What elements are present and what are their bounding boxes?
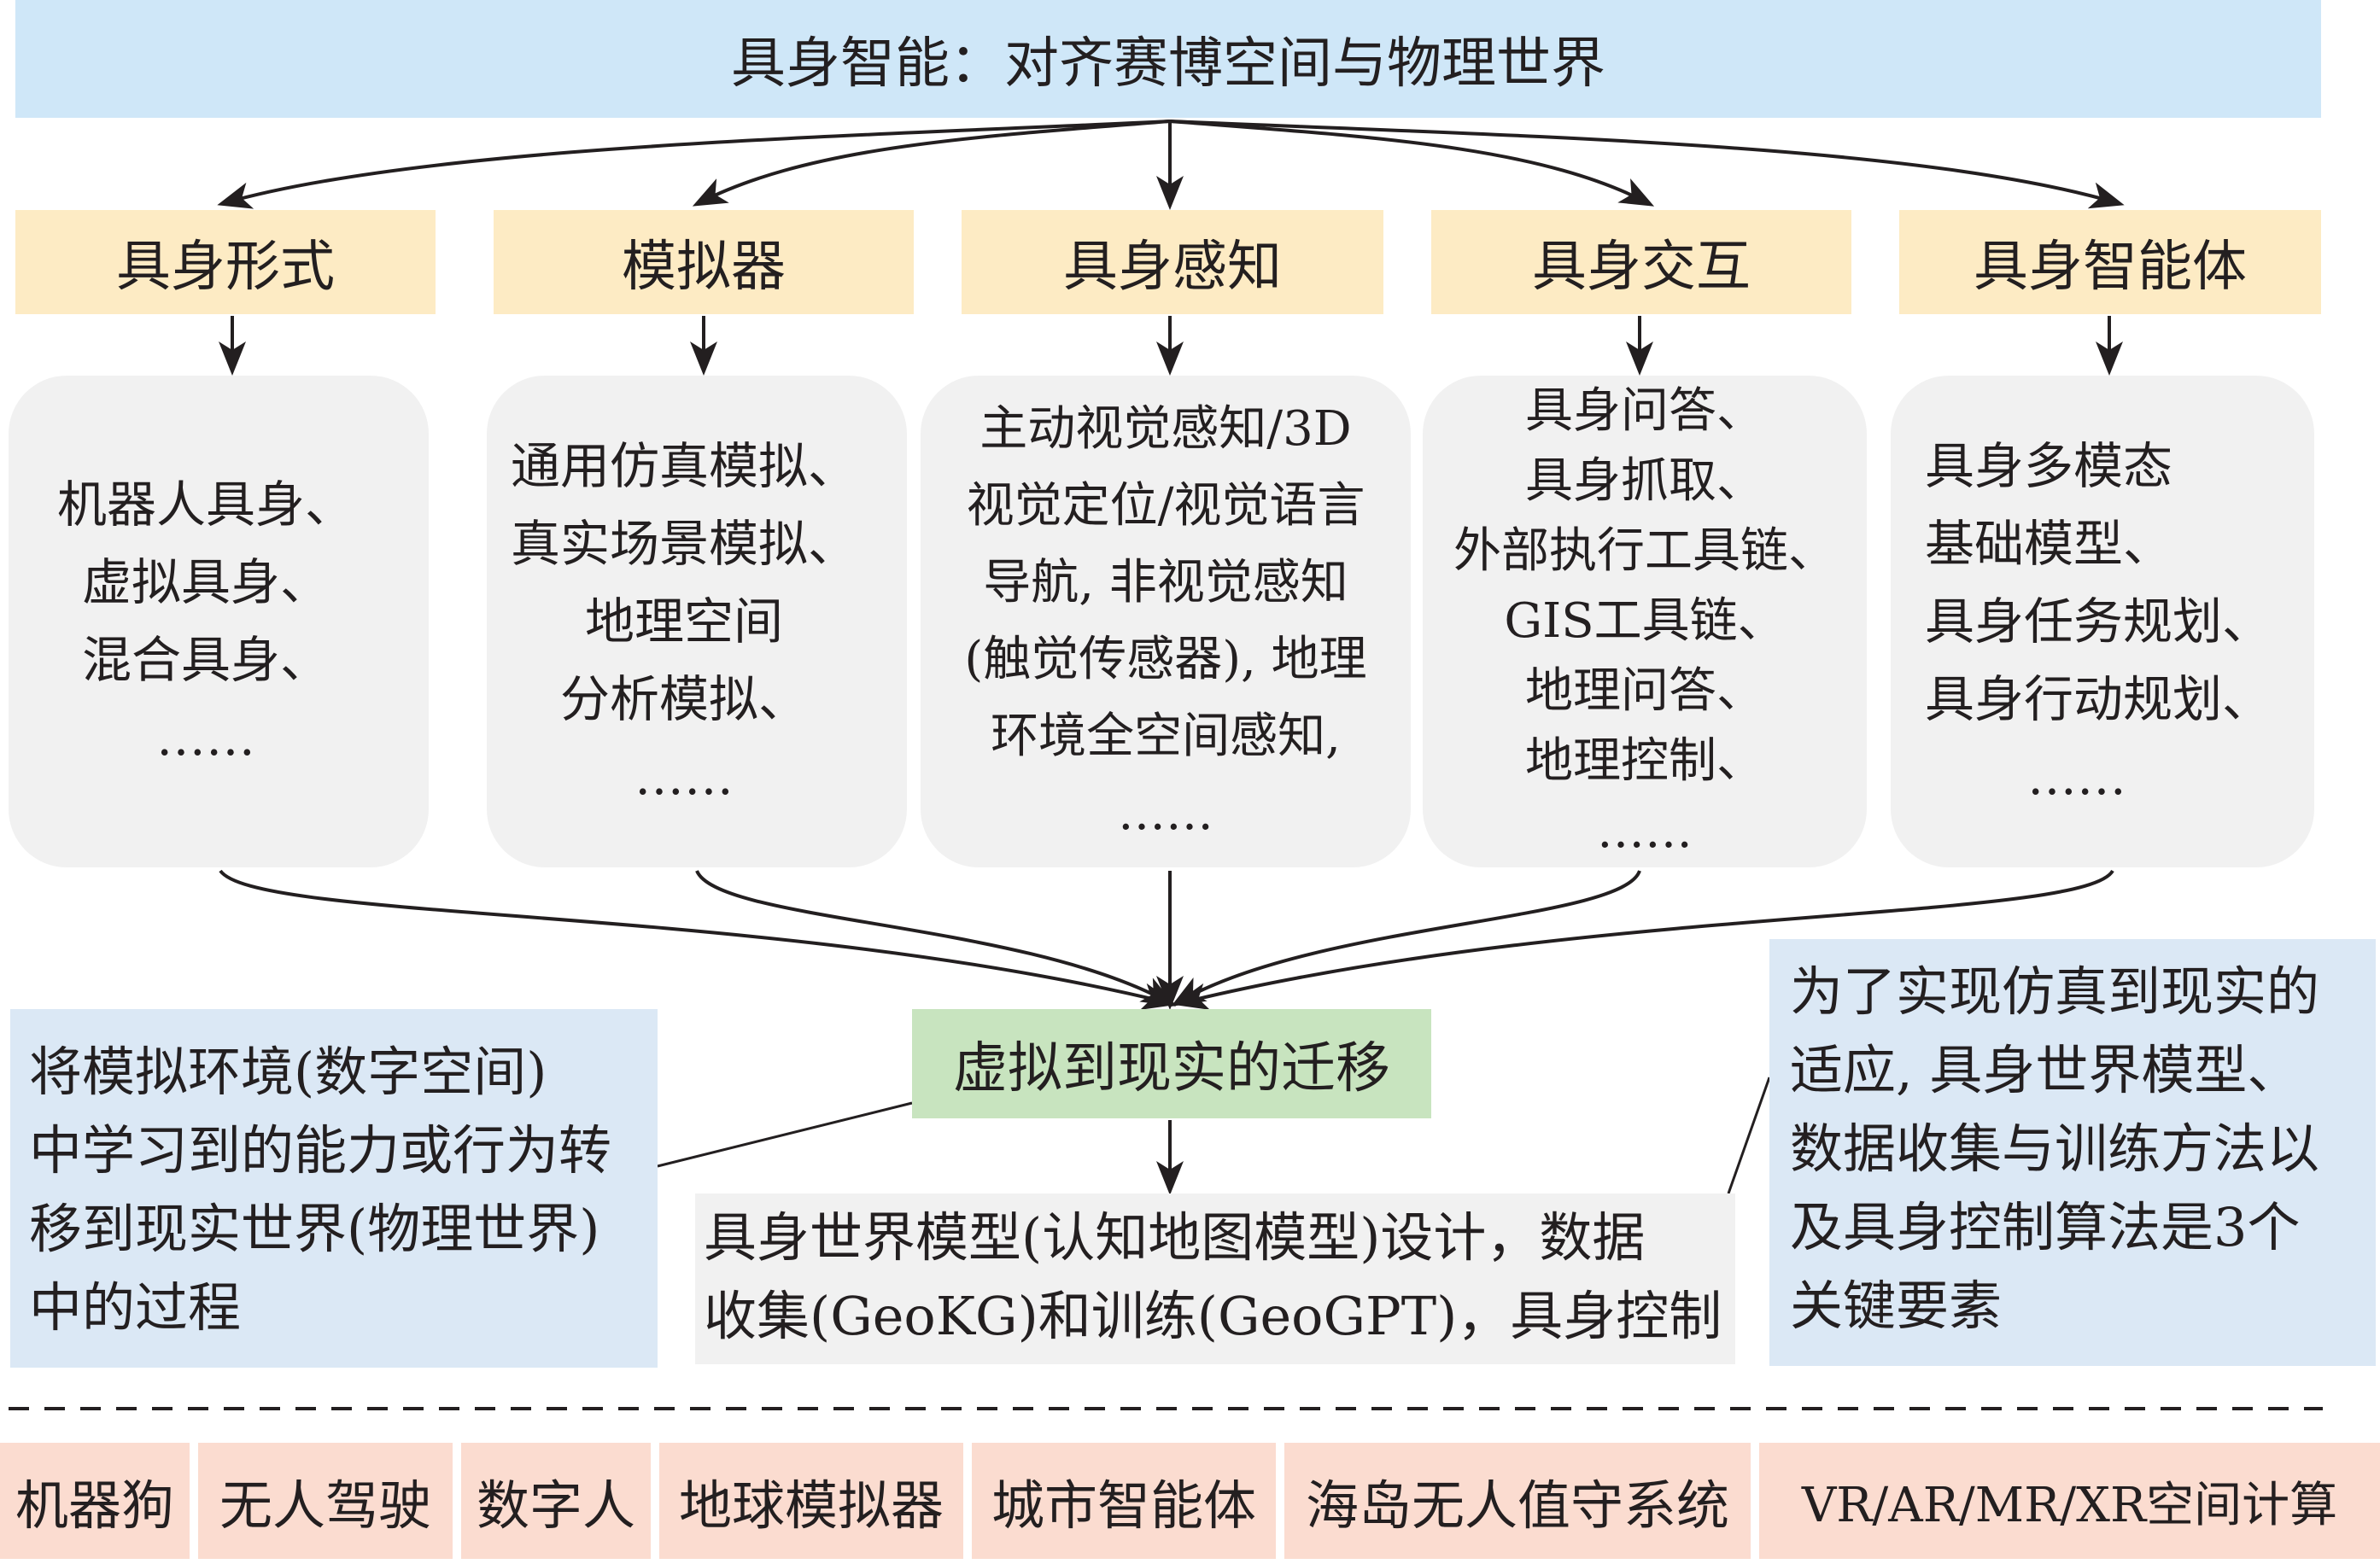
detail-line: GIS工具链、: [1504, 593, 1786, 649]
detail-embodied-form: 机器人具身、 虚拟具身、 混合具身、 ……: [9, 376, 429, 867]
detail-embodied-interaction: 具身问答、 具身抓取、 外部执行工具链、 GIS工具链、 地理问答、 地理控制、…: [1423, 376, 1867, 867]
category-embodied-perception: 具身感知: [962, 210, 1383, 314]
note-line: 中的过程: [29, 1276, 242, 1339]
note-line: 及具身控制算法是3个: [1790, 1196, 2301, 1258]
application-label: 城市智能体: [991, 1474, 1256, 1537]
detail-line: ……: [2027, 747, 2126, 806]
detail-line: 机器人具身、: [56, 476, 354, 534]
detail-line: 视觉定位/视觉语言: [966, 478, 1365, 534]
detail-line: 具身抓取、: [1525, 453, 1764, 509]
detail-line: 通用仿真模拟、: [510, 436, 857, 495]
title-text: 具身智能：对齐赛博空间与物理世界: [731, 32, 1605, 96]
detail-line: ……: [634, 747, 734, 806]
sim-to-real-label: 虚拟到现实的迁移: [953, 1037, 1390, 1100]
callout-left-note: [657, 1101, 913, 1168]
left-explanation-note: 将模拟环境(数字空间) 中学习到的能力或行为转 移到现实世界(物理世界) 中的过…: [10, 1009, 658, 1368]
detail-line: 地理控制、: [1525, 733, 1764, 789]
arrow-title-to-cat1: [217, 120, 1171, 209]
application-label: 机器狗: [15, 1474, 174, 1537]
detail-line: 基础模型、: [1925, 514, 2173, 573]
arrow-detail2-to-center: [695, 870, 1176, 1007]
note-line: 移到现实世界(物理世界): [29, 1198, 600, 1260]
application-autonomous-driving: 无人驾驶: [198, 1443, 453, 1559]
application-earth-simulator: 地球模拟器: [659, 1443, 963, 1559]
application-label: VR/AR/MR/XR空间计算: [1801, 1477, 2338, 1533]
application-label: 数字人: [476, 1474, 635, 1537]
detail-line: (触觉传感器), 地理: [964, 632, 1367, 687]
detail-line: 主动视觉感知/3D: [979, 401, 1352, 457]
application-label: 地球模拟器: [678, 1474, 944, 1537]
detail-line: 具身多模态: [1925, 436, 2173, 495]
detail-line: ……: [1118, 785, 1213, 841]
arrow-detail4-to-center: [1171, 870, 1641, 1007]
note-line: 收集(GeoKG)和训练(GeoGPT)，具身控制: [704, 1285, 1722, 1347]
detail-line: ……: [1597, 803, 1693, 859]
detail-embodied-perception: 主动视觉感知/3D 视觉定位/视觉语言 导航, 非视觉感知 (触觉传感器), 地…: [921, 376, 1411, 867]
detail-line: 虚拟具身、: [81, 553, 330, 611]
note-line: 将模拟环境(数字空间): [29, 1041, 547, 1103]
arrow-detail1-to-center: [219, 869, 1177, 1010]
detail-line: 真实场景模拟、: [510, 514, 857, 573]
category-label: 具身形式: [116, 236, 335, 299]
note-line: 为了实现仿真到现实的: [1790, 960, 2320, 1023]
note-line: 中学习到的能力或行为转: [29, 1119, 612, 1182]
arrow-detail5-to-center: [1173, 869, 2114, 1010]
application-city-agent: 城市智能体: [972, 1443, 1276, 1559]
category-label: 具身交互: [1532, 236, 1751, 299]
detail-line: 具身问答、: [1525, 383, 1764, 439]
application-spatial-computing: VR/AR/MR/XR空间计算: [1759, 1443, 2380, 1559]
key-components-note: 具身世界模型(认知地图模型)设计，数据 收集(GeoKG)和训练(GeoGPT)…: [695, 1193, 1735, 1364]
detail-line: 导航, 非视觉感知: [983, 555, 1348, 610]
category-embodied-interaction: 具身交互: [1431, 210, 1851, 314]
category-label: 具身智能体: [1974, 236, 2247, 299]
detail-line: 具身任务规划、: [1925, 592, 2272, 651]
arrow-title-to-cat2: [692, 120, 1171, 207]
detail-line: 具身行动规划、: [1925, 669, 2272, 728]
category-simulator: 模拟器: [494, 210, 914, 314]
detail-line: 地理问答、: [1525, 663, 1764, 719]
note-line: 数据收集与训练方法以: [1790, 1118, 2320, 1180]
application-label: 海岛无人值守系统: [1305, 1474, 1729, 1537]
detail-line: 地理空间: [584, 592, 783, 651]
detail-line: 外部执行工具链、: [1453, 523, 1836, 579]
right-explanation-note: 为了实现仿真到现实的 适应, 具身世界模型、 数据收集与训练方法以 及具身控制算…: [1769, 939, 2376, 1366]
application-label: 无人驾驶: [219, 1474, 431, 1537]
detail-line: ……: [156, 709, 255, 767]
category-embodied-agent: 具身智能体: [1899, 210, 2321, 314]
detail-line: 分析模拟、: [559, 669, 808, 728]
arrow-title-to-cat4: [1169, 120, 1655, 207]
category-label: 模拟器: [622, 236, 786, 299]
title-banner: 具身智能：对齐赛博空间与物理世界: [15, 0, 2321, 118]
sim-to-real-node: 虚拟到现实的迁移: [912, 1009, 1431, 1118]
application-digital-human: 数字人: [461, 1443, 651, 1559]
arrow-title-to-cat5: [1169, 120, 2125, 209]
note-line: 适应, 具身世界模型、: [1790, 1039, 2301, 1101]
application-island-unattended-system: 海岛无人值守系统: [1284, 1443, 1751, 1559]
callout-right-note: [1727, 1077, 1771, 1194]
detail-line: 环境全空间感知,: [991, 709, 1341, 764]
detail-simulator: 通用仿真模拟、 真实场景模拟、 地理空间 分析模拟、 ……: [487, 376, 907, 867]
note-line: 关键要素: [1790, 1275, 2003, 1337]
detail-embodied-agent: 具身多模态 基础模型、 具身任务规划、 具身行动规划、 ……: [1891, 376, 2314, 867]
category-label: 具身感知: [1063, 236, 1282, 299]
note-line: 具身世界模型(认知地图模型)设计，数据: [704, 1206, 1646, 1269]
detail-line: 混合具身、: [81, 631, 330, 689]
application-robot-dog: 机器狗: [0, 1443, 190, 1559]
category-embodied-form: 具身形式: [15, 210, 436, 314]
